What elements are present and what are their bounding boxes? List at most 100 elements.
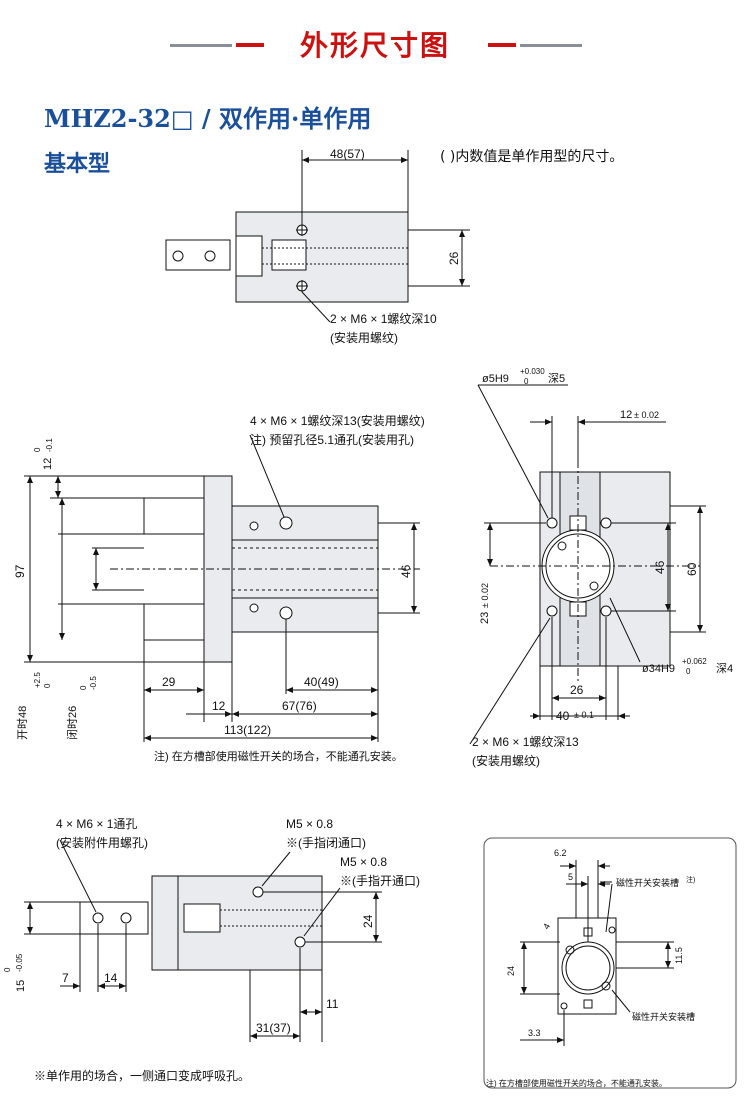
dim-46-label: 46	[399, 564, 413, 578]
dim-12-tol-a: 0	[33, 447, 42, 452]
dim-12b-label: 12	[212, 699, 226, 713]
dim-40-label: 40(49)	[304, 675, 339, 689]
bore-top-depth: 深5	[548, 372, 565, 385]
bottom-view	[24, 839, 382, 1042]
variant-title: 基本型	[44, 152, 111, 177]
top-view-piston	[271, 239, 307, 271]
bottom-dim-31-label: 31(37)	[256, 1021, 291, 1035]
inset-slot-note-1: 注)	[686, 875, 695, 884]
port-close-note: ※(手指闭通口)	[286, 835, 366, 850]
bottom-callout-thread: 4 × M6 × 1通孔	[56, 817, 137, 831]
inset-panel	[483, 837, 737, 1089]
end-thread-note: 2 × M6 × 1螺纹深13	[472, 735, 579, 749]
side-callout-hole: 注) 预留孔径5.1通孔(安装用孔)	[250, 432, 414, 447]
dim-67-label: 67(76)	[282, 699, 317, 713]
bottom-dim-11-label: 11	[326, 997, 339, 1011]
end-dim-40-label: 40	[556, 709, 570, 723]
side-callout-thread: 4 × M6 × 1螺纹深13(安装用螺纹)	[250, 413, 425, 428]
page-title: 外形尺寸图	[299, 29, 450, 62]
bottom-dim-14-label: 14	[104, 971, 118, 985]
inset-bore	[561, 941, 615, 995]
port-open-note: ※(手指开通口)	[340, 873, 420, 888]
inset-dim-5: 5	[568, 872, 573, 882]
bottom-dim-7-label: 7	[62, 971, 69, 985]
bore-big-depth: 深4	[716, 662, 733, 675]
bottom-dim-24-label: 24	[361, 914, 375, 928]
top-thread-note: 2 × M6 × 1螺纹深10	[330, 312, 437, 326]
side-mount-hole	[279, 606, 293, 620]
inset-slot-label-1: 磁性开关安装槽	[616, 877, 679, 888]
bore-top-tol-a: +0.030	[520, 367, 545, 376]
inset-dim-4: 4	[541, 922, 552, 931]
top-thread-purpose: (安装用螺纹)	[330, 330, 398, 345]
dim-26-label: 26	[447, 251, 461, 265]
inset-slot-label-2: 磁性开关安装槽	[632, 1011, 695, 1022]
bottom-view-finger	[79, 901, 149, 935]
side-mount-hole	[279, 516, 293, 530]
side-through-hole	[249, 521, 259, 531]
end-view-thread-hole	[600, 517, 612, 529]
port-close-hole	[252, 886, 264, 898]
inset-dim-62: 6.2	[554, 848, 567, 858]
bore-big-tol-a: +0.062	[682, 657, 707, 666]
bore-big-label: ø34H9	[642, 663, 675, 675]
open-48-label: 开时48	[16, 706, 29, 740]
side-through-hole	[249, 603, 259, 613]
end-view-pin-hole	[546, 517, 558, 529]
top-view-finger	[165, 239, 231, 271]
open-48-tol-a: +2.5	[33, 672, 42, 688]
bottom-dim-15-label: 15	[15, 980, 27, 992]
inset-footnote: 注) 在方槽部使用磁性开关的场合，不能通孔安装。	[486, 1078, 667, 1088]
bottom-dim-15-tol-a: 0	[3, 967, 12, 972]
side-view-finger-upper	[143, 497, 205, 535]
header-dash-left	[236, 43, 264, 47]
port-open-hole	[294, 936, 306, 948]
side-view-finger-lower	[143, 603, 205, 641]
inset-dim-24: 24	[506, 966, 516, 976]
header-dash-right	[488, 43, 516, 47]
end-dim-60-label: 60	[685, 562, 699, 576]
side-footnote: 注) 在方槽部使用磁性开关的场合，不能通孔安装。	[154, 749, 403, 763]
end-view-thread-hole	[546, 605, 558, 617]
inset-dim-115: 11.5	[674, 947, 684, 964]
closed-26-label: 闭时26	[66, 706, 79, 740]
bore-top-tol-b: 0	[524, 377, 529, 386]
top-view-body	[235, 211, 409, 303]
closed-26-tol-a: 0	[79, 685, 88, 690]
end-view-pin-hole	[600, 605, 612, 617]
end-dim-26-label: 26	[570, 683, 584, 697]
open-48-tol-b: 0	[43, 683, 52, 688]
inset-dim-33: 3.3	[528, 1028, 541, 1038]
side-view	[24, 434, 420, 742]
bottom-view-finger-hole	[120, 912, 132, 924]
port-close-size: M5 × 0.8	[286, 817, 333, 831]
dim-97-label: 97	[13, 564, 27, 578]
bore-top-label: ø5H9	[482, 373, 509, 385]
dim-113-label: 113(122)	[224, 723, 271, 737]
bottom-view-finger-hole	[92, 912, 104, 924]
bottom-callout-purpose: (安装附件用螺孔)	[56, 835, 148, 850]
end-dim-46-label: 46	[653, 560, 667, 574]
end-dim-12-tol: ± 0.02	[634, 410, 659, 420]
port-open-size: M5 × 0.8	[340, 855, 387, 869]
bore-big-tol-b: 0	[686, 667, 691, 676]
inset-frame	[483, 837, 737, 1089]
top-view-finger-hole	[172, 250, 184, 262]
top-view-finger-hole	[204, 250, 216, 262]
header-rule-left	[170, 44, 232, 47]
end-dim-23-label: 23	[479, 612, 491, 624]
end-dim-12-label: 12	[620, 409, 632, 421]
end-view	[469, 384, 706, 745]
closed-26-tol-b: -0.5	[89, 676, 98, 690]
end-thread-purpose: (安装用螺纹)	[472, 753, 540, 768]
dim-29-label: 29	[162, 675, 176, 689]
parenthesis-note: ( )内数值是单作用型的尺寸。	[440, 149, 624, 165]
end-dim-40-tol: ± 0.1	[574, 710, 594, 720]
end-dim-23-tol: ± 0.02	[480, 583, 490, 608]
dim-12-label: 12	[42, 458, 54, 470]
bottom-dim-15-tol-b: -0.05	[15, 953, 24, 972]
top-view-finger-jaw	[235, 235, 263, 277]
bottom-footnote: ※单作用的场合，一侧通口变成呼吸孔。	[34, 1068, 250, 1083]
